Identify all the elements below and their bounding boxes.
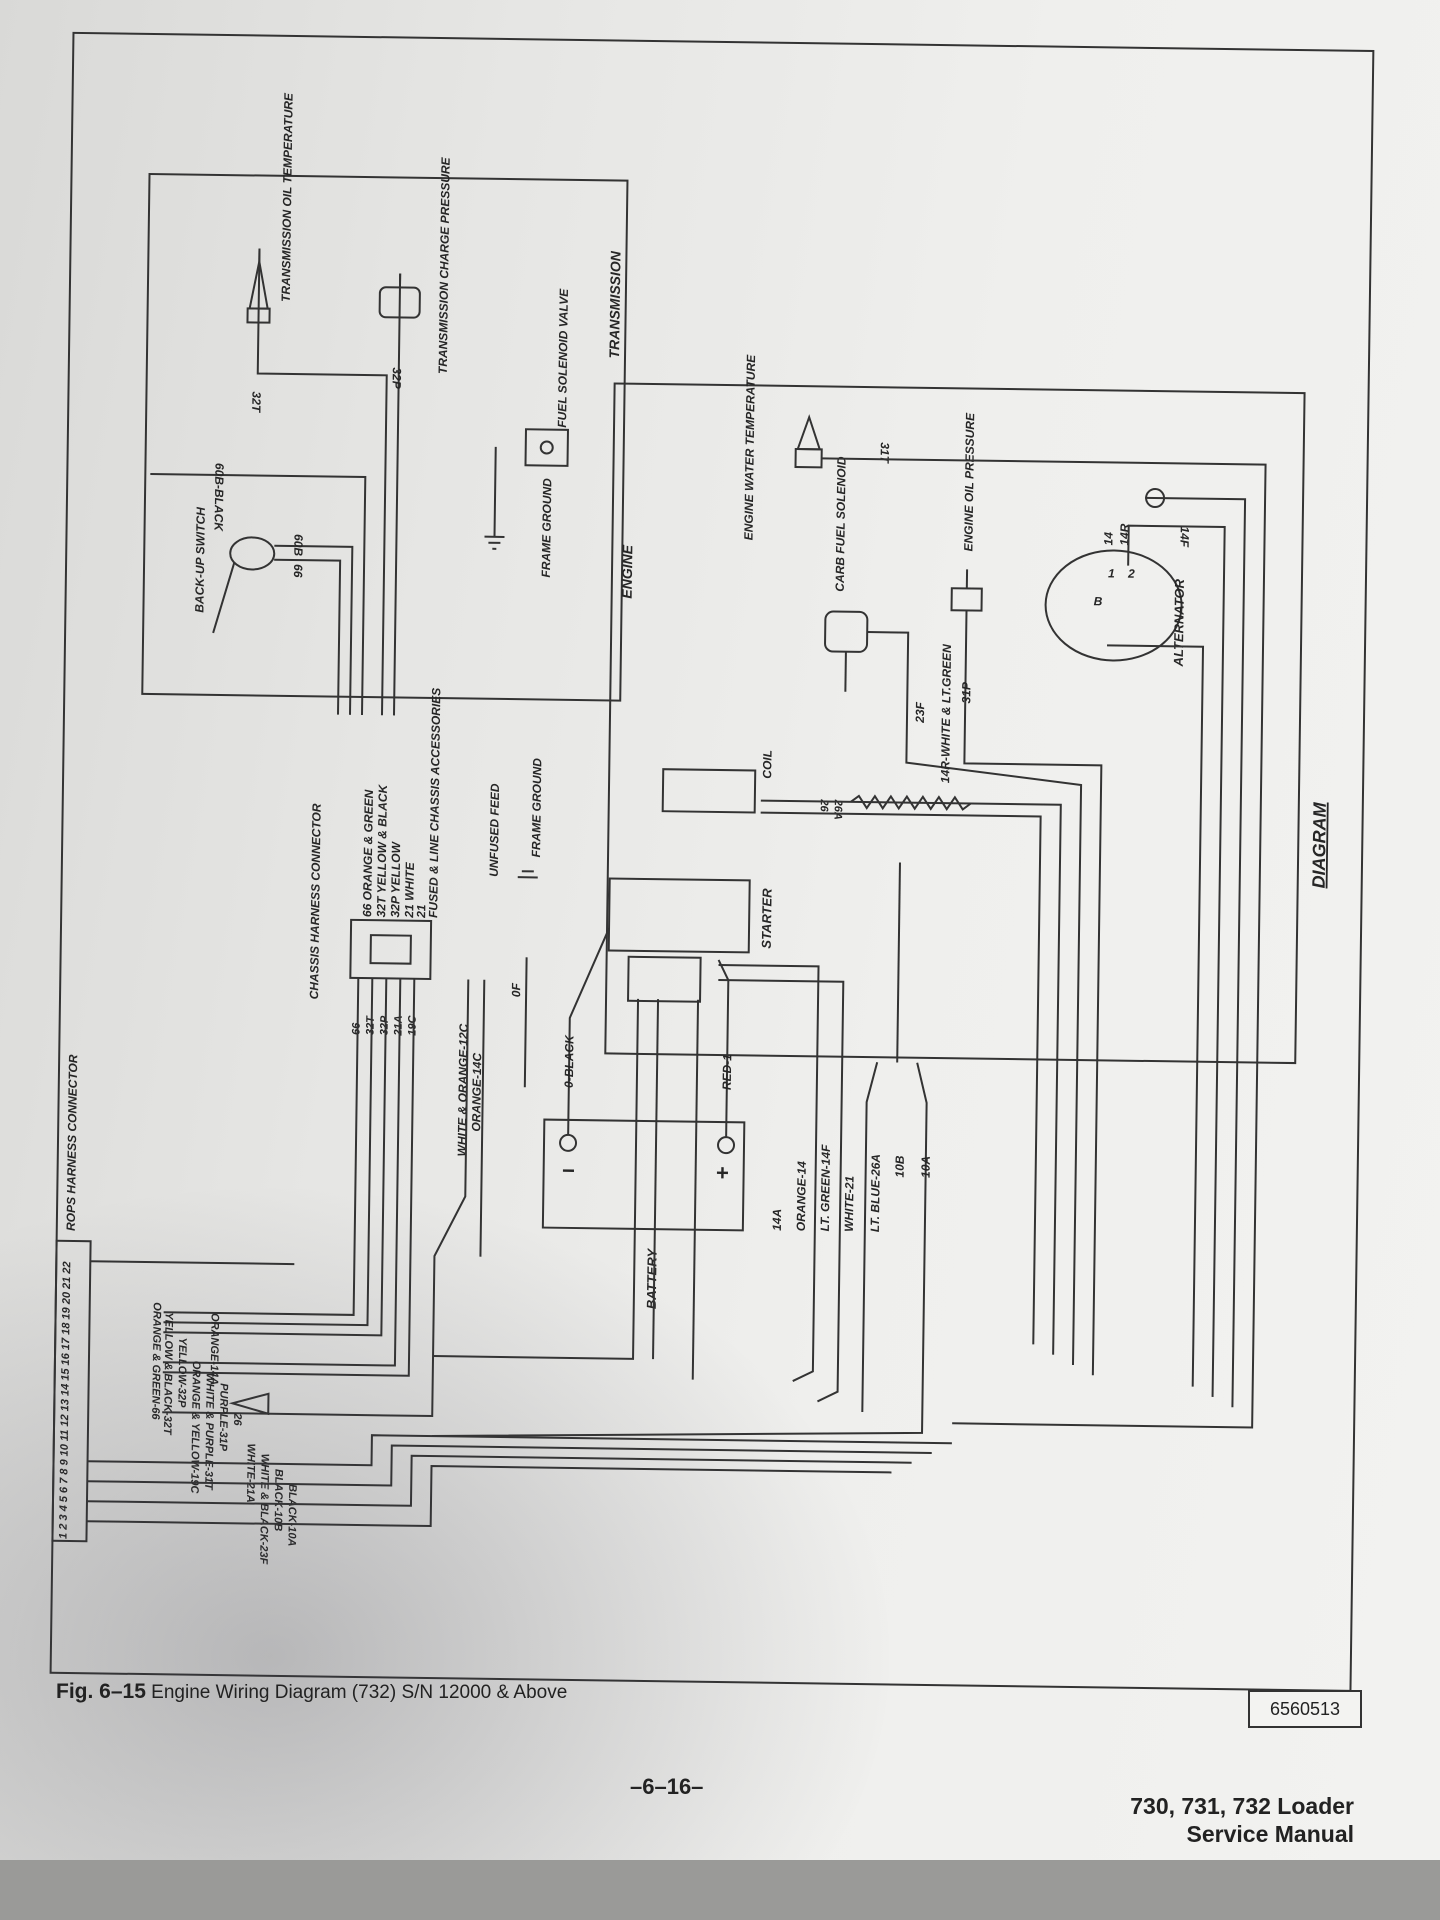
svg-text:+: + [715,1160,728,1185]
svg-text:14A: 14A [770,1209,784,1231]
svg-text:RED-1: RED-1 [720,1054,735,1091]
svg-text:14: 14 [1101,532,1115,546]
diagram-frame: TRANSMISSION ENGINE DIAGRAM TRANSMISSION… [49,31,1375,1692]
svg-text:10B: 10B [893,1155,907,1178]
svg-text:0F: 0F [509,982,523,997]
carb-fuel-solenoid: CARB FUEL SOLENOID [824,456,869,692]
svg-text:23F: 23F [913,701,927,724]
engine-oil-pressure-sender: ENGINE OIL PRESSURE [950,412,983,612]
svg-text:ENGINE WATER TEMPERATURE: ENGINE WATER TEMPERATURE [741,354,758,541]
svg-text:1 2 3 4 5 6 7 8 9 10 11 12 13: 1 2 3 4 5 6 7 8 9 10 11 12 13 14 15 16 1… [57,1261,73,1539]
chassis-pin-21A: 21A [393,1015,405,1036]
svg-text:CARB FUEL SOLENOID: CARB FUEL SOLENOID [833,456,849,592]
svg-text:1: 1 [1108,566,1115,580]
svg-text:31T: 31T [878,442,892,465]
ignition-coil: COIL 26 26A [661,750,844,820]
starter-motor: STARTER [607,877,775,1003]
figure-number: Fig. 6–15 [56,1680,146,1703]
svg-text:LT. GREEN-14F: LT. GREEN-14F [818,1144,833,1232]
svg-text:66: 66 [291,564,305,578]
chassis-wire-21: 21 WHITE [402,861,417,919]
svg-text:2: 2 [1127,567,1135,581]
svg-text:ORANGE & GREEN-66: ORANGE & GREEN-66 [149,1302,163,1420]
rops-wire-labels: ORANGE-14A ORANGE & GREEN-66 YELLOW & BL… [149,1302,298,1565]
svg-text:TRANSMISSION OIL TEMPERATURE: TRANSMISSION OIL TEMPERATURE [279,92,296,302]
drawing-number: 6560513 [1248,1690,1362,1728]
trans-charge-pressure-sender: TRANSMISSION CHARGE PRESSURE [378,156,453,374]
svg-text:32P: 32P [390,367,404,390]
chassis-wire-32P: 32P YELLOW [388,840,403,917]
fused-line-label: FUSED & LINE CHASSIS ACCESSORIES [426,688,443,918]
chassis-wire-32T: 32T YELLOW & BLACK [374,783,390,917]
svg-text:COIL: COIL [760,750,774,779]
back-up-switch: BACK-UP SWITCH [192,507,276,634]
svg-text:LT. BLUE-26A: LT. BLUE-26A [868,1154,883,1232]
rops-harness-connector: 1 2 3 4 5 6 7 8 9 10 11 12 13 14 15 16 1… [51,1054,92,1543]
svg-text:60B: 60B [291,534,305,557]
svg-text:CHASSIS HARNESS CONNECTOR: CHASSIS HARNESS CONNECTOR [307,803,324,999]
chassis-wire-21b: 21 [414,904,428,919]
manual-title-line1: 730, 731, 732 Loader [1130,1793,1354,1819]
alternator: B 1 2 14 14R 14F ALTERNATOR [1044,488,1192,667]
svg-text:ALTERNATOR: ALTERNATOR [1171,578,1187,667]
svg-text:ORANGE & YELLOW-19C: ORANGE & YELLOW-19C [188,1361,202,1495]
svg-text:ORANGE-14C: ORANGE-14C [469,1053,484,1132]
wiring-diagram: TRANSMISSION ENGINE DIAGRAM TRANSMISSION… [49,31,1375,1692]
svg-text:PURPLE-31P: PURPLE-31P [217,1383,230,1452]
svg-text:14R-WHITE & LT.GREEN: 14R-WHITE & LT.GREEN [938,644,954,783]
svg-text:B: B [1094,594,1103,608]
svg-text:BACK-UP SWITCH: BACK-UP SWITCH [192,507,207,613]
battery: − + BATTERY [541,1118,746,1309]
svg-text:60B-BLACK: 60B-BLACK [212,463,227,533]
transmission-label: TRANSMISSION [606,250,624,358]
svg-text:26: 26 [231,1412,243,1426]
wire-26-flag-icon [228,1392,270,1416]
engine-region [604,382,1306,1065]
svg-text:BLACK-10B: BLACK-10B [272,1469,285,1532]
svg-text:FRAME GROUND: FRAME GROUND [539,478,554,578]
page-number: –6–16– [630,1774,704,1799]
chassis-wire-66: 66 ORANGE & GREEN [360,789,376,917]
chassis-harness-connector: CHASSIS HARNESS CONNECTOR [307,803,433,999]
figure-caption: Fig. 6–15 Engine Wiring Diagram (732) S/… [56,1680,956,1704]
svg-text:14F: 14F [1177,526,1191,548]
svg-text:ORANGE-14: ORANGE-14 [794,1161,809,1232]
manual-title: 730, 731, 732 Loader Service Manual [1130,1792,1354,1848]
fuel-solenoid-valve: FUEL SOLENOID VALVE FRAME GROUND [484,288,571,578]
svg-text:WHITE-21A: WHITE-21A [244,1443,257,1502]
svg-text:STARTER: STARTER [759,888,775,949]
svg-text:ORANGE-14A: ORANGE-14A [208,1313,221,1385]
svg-text:YELLOW & BLACK-32T: YELLOW & BLACK-32T [161,1312,175,1436]
svg-text:ENGINE OIL PRESSURE: ENGINE OIL PRESSURE [961,412,977,552]
svg-text:WHITE-21: WHITE-21 [842,1175,857,1232]
trans-oil-temp-sender: TRANSMISSION OIL TEMPERATURE [246,92,296,324]
svg-text:BATTERY: BATTERY [644,1247,660,1309]
svg-text:10A: 10A [919,1156,933,1178]
svg-text:BLACK-10A: BLACK-10A [285,1484,298,1547]
svg-text:FUEL SOLENOID VALVE: FUEL SOLENOID VALVE [555,288,571,428]
svg-text:YELLOW-32P: YELLOW-32P [175,1337,188,1408]
svg-text:WHITE & BLACK-23F: WHITE & BLACK-23F [257,1454,271,1565]
svg-text:0-BLACK: 0-BLACK [562,1034,577,1088]
svg-text:TRANSMISSION CHARGE PRESSURE: TRANSMISSION CHARGE PRESSURE [436,156,453,374]
unfused-feed-label: UNFUSED FEED [487,783,502,877]
svg-text:ROPS HARNESS CONNECTOR: ROPS HARNESS CONNECTOR [64,1054,80,1231]
svg-text:WHITE & PURPLE-31T: WHITE & PURPLE-31T [202,1373,216,1491]
engine-label: ENGINE [619,544,636,599]
manual-title-line2: Service Manual [1186,1821,1354,1847]
svg-text:31P: 31P [959,681,973,704]
svg-text:−: − [561,1158,574,1183]
diagram-title: DIAGRAM [1309,801,1330,888]
engine-water-temp-sender: ENGINE WATER TEMPERATURE 31T [741,354,892,541]
svg-text:FRAME GROUND: FRAME GROUND [529,758,544,858]
figure-text: Engine Wiring Diagram (732) S/N 12000 & … [151,1682,568,1703]
svg-text:32T: 32T [249,391,263,414]
